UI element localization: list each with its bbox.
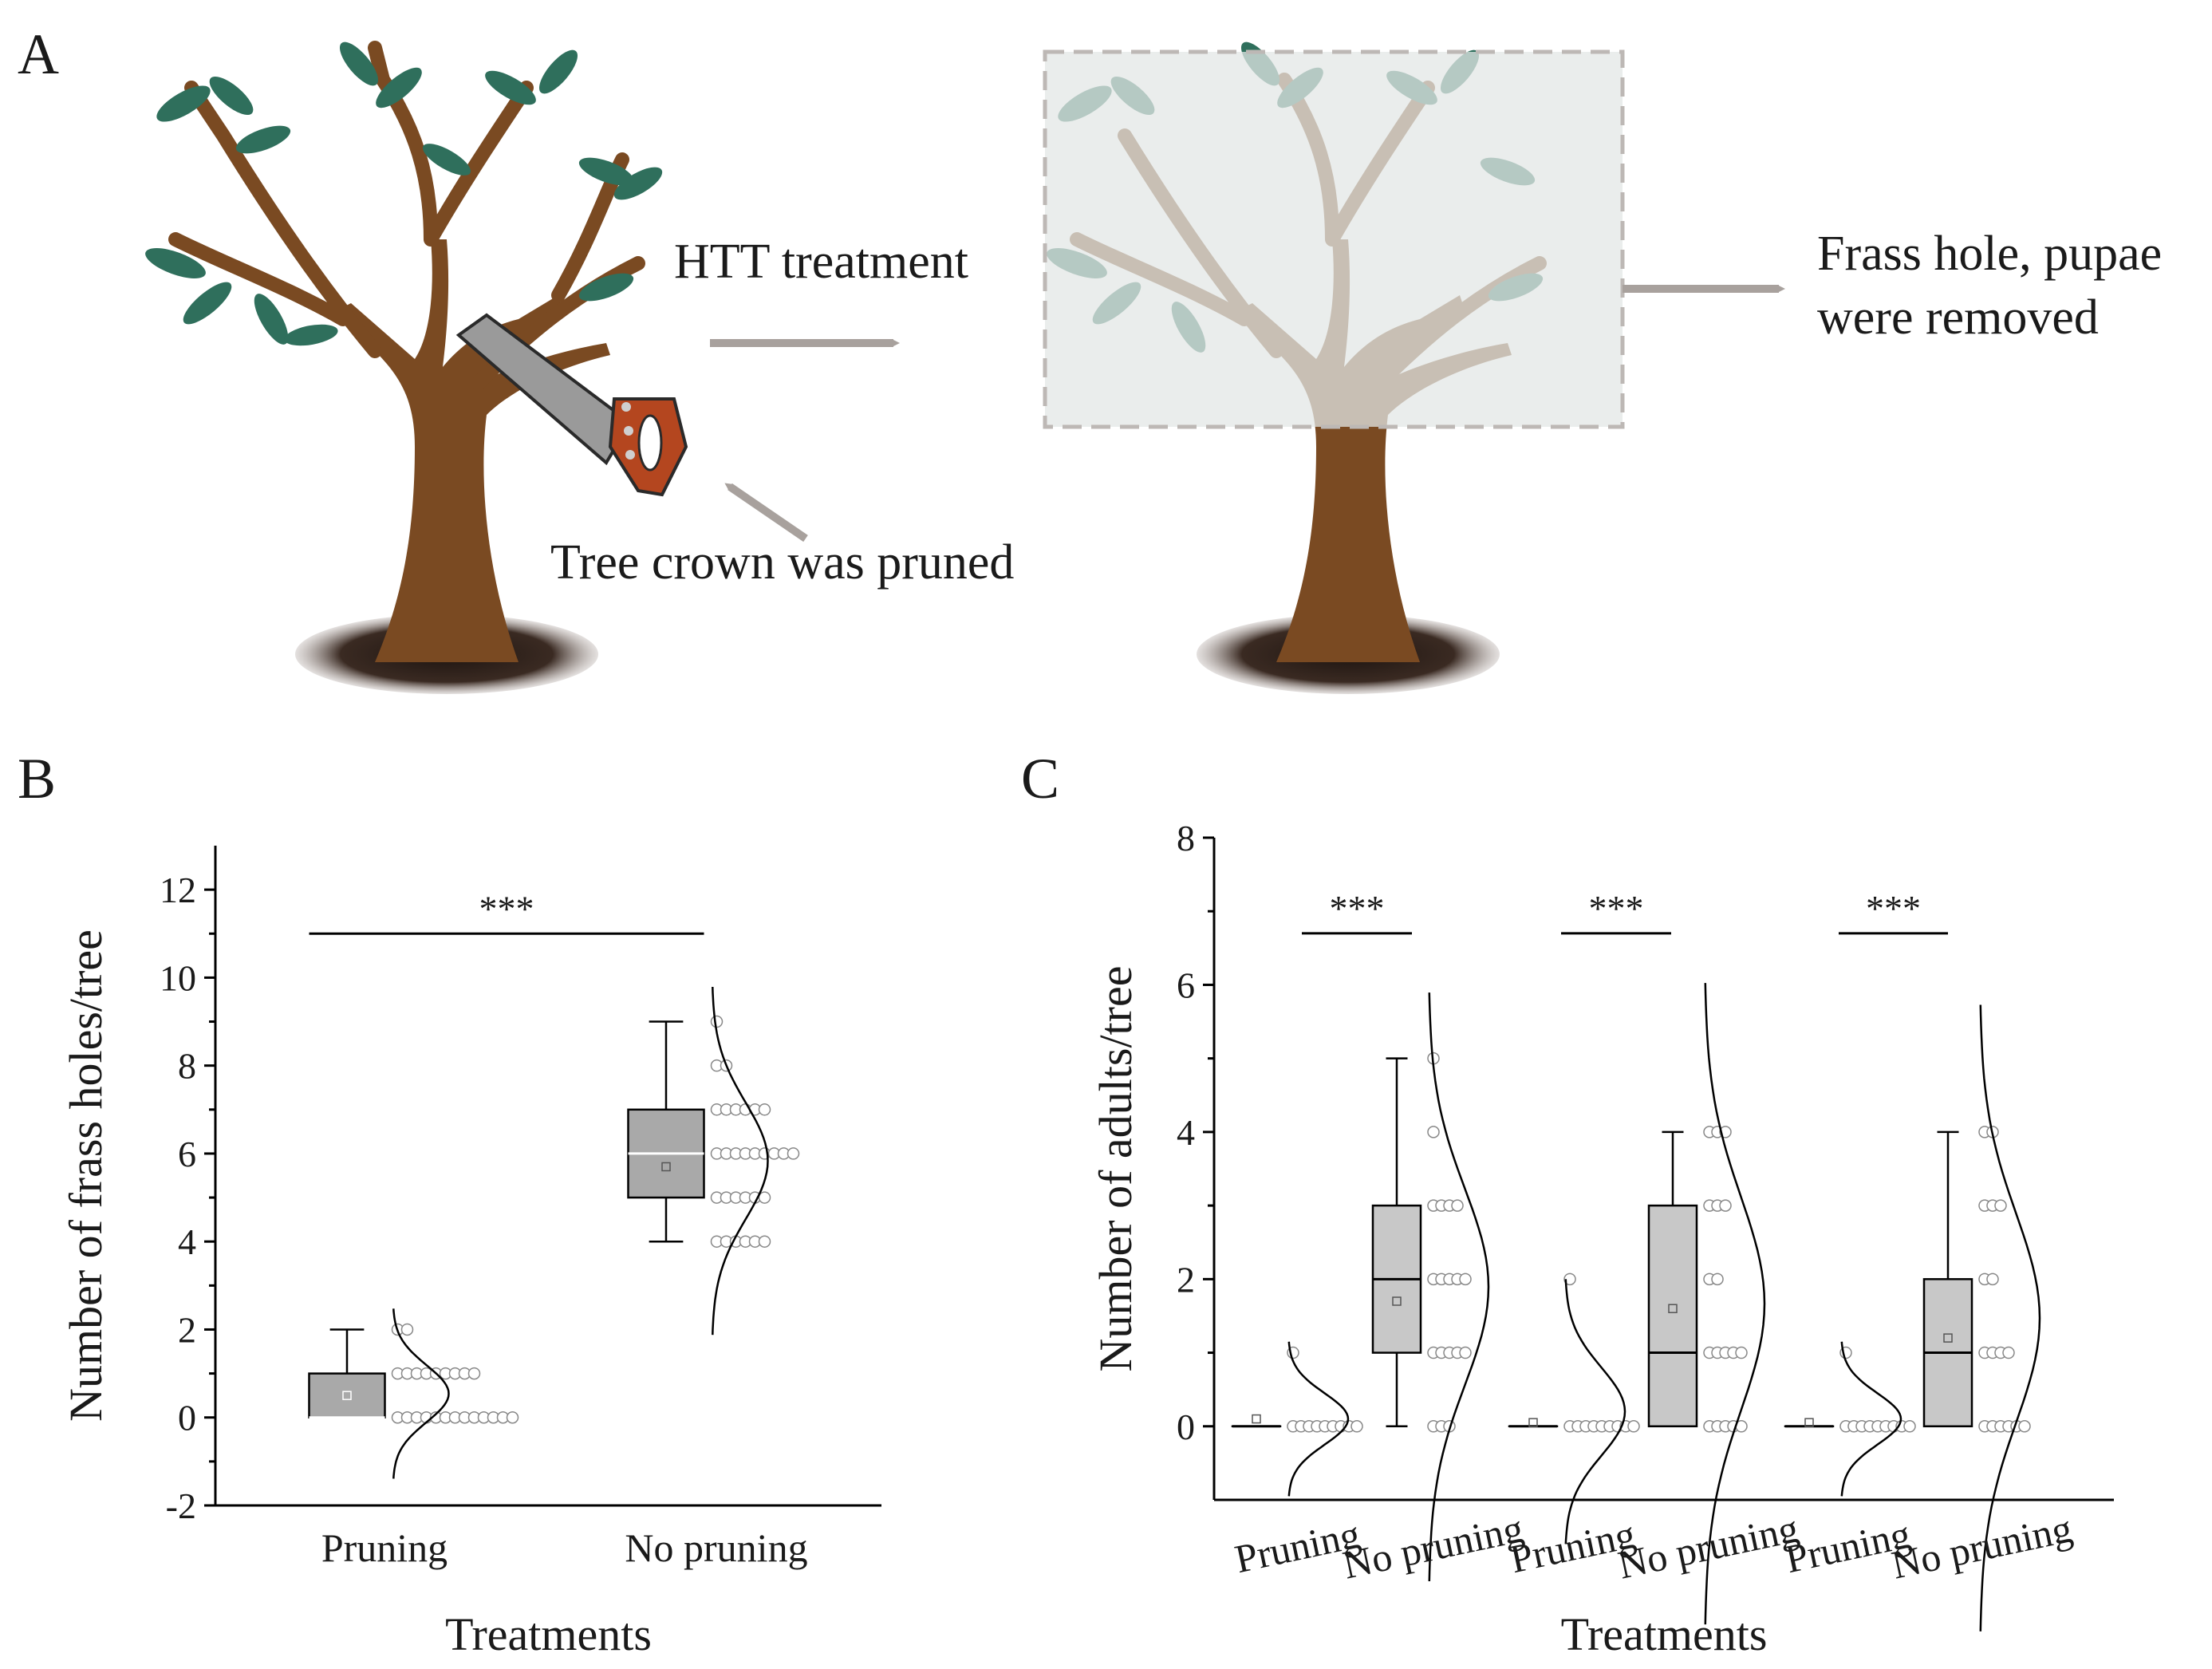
- data-point: [1427, 1126, 1440, 1138]
- trunk: [1236, 239, 1512, 662]
- data-point: [710, 1015, 724, 1028]
- tree-with-saw-icon: [145, 41, 688, 694]
- prune-caption: Tree crown was pruned: [550, 535, 1014, 590]
- data-point: [758, 1235, 771, 1248]
- saw-icon: [455, 313, 688, 497]
- box: [1647, 1204, 1698, 1428]
- data-point: [787, 1147, 800, 1160]
- htt-caption: HTT treatment: [674, 235, 968, 289]
- y-tick-label: 8: [178, 1046, 196, 1087]
- panel-a-label: A: [18, 22, 59, 86]
- data-point: [1994, 1199, 2007, 1212]
- data-point: [467, 1367, 481, 1380]
- x-category-label: Pruning: [321, 1525, 448, 1570]
- y-tick-label: 2: [1177, 1259, 1195, 1300]
- removal-caption-line2: were removed: [1817, 290, 2099, 345]
- prune-arrow: [724, 483, 808, 543]
- data-point: [1563, 1272, 1576, 1286]
- y-tick-label: 4: [1177, 1112, 1195, 1153]
- heat-tent: [1043, 49, 1625, 429]
- data-point: [1735, 1346, 1748, 1359]
- y-tick-label: 10: [160, 957, 196, 998]
- distribution-curve: [1704, 983, 1766, 1625]
- significance-label: ***: [1866, 888, 1921, 929]
- y-axis-title: Number of adults/tree: [1090, 966, 1141, 1372]
- data-point: [1986, 1272, 1999, 1286]
- x-axis-title: Treatments: [1561, 1608, 1768, 1660]
- mean-marker: [342, 1391, 352, 1400]
- removal-caption-line1: Frass hole, pupae: [1817, 227, 2162, 281]
- distribution-curve: [1428, 992, 1490, 1582]
- distribution-curve: [392, 1308, 450, 1479]
- leaf-cluster: [145, 41, 663, 346]
- mean-marker: [1668, 1304, 1678, 1313]
- distribution-curve: [712, 986, 769, 1336]
- data-point: [1451, 1199, 1464, 1212]
- data-point: [1903, 1420, 1916, 1433]
- data-point: [1350, 1420, 1363, 1433]
- y-tick-label: 6: [178, 1134, 196, 1174]
- significance-label: ***: [1589, 888, 1644, 929]
- distribution-curve: [1979, 1004, 2041, 1632]
- y-tick-label: 6: [1177, 965, 1195, 1005]
- data-point: [400, 1323, 414, 1336]
- data-point: [1459, 1272, 1472, 1286]
- data-point: [758, 1191, 771, 1204]
- y-tick-label: 2: [178, 1309, 196, 1350]
- branches: [168, 41, 645, 390]
- mean-marker: [661, 1162, 671, 1172]
- tree-in-heat-tent-icon: [1043, 41, 1625, 694]
- data-point: [506, 1411, 519, 1424]
- y-tick-label: 0: [178, 1398, 196, 1438]
- mean-marker: [1252, 1414, 1261, 1424]
- data-point: [2002, 1346, 2015, 1359]
- y-tick-label: 8: [1177, 818, 1195, 858]
- data-point: [1719, 1199, 1732, 1212]
- y-axis-title: Number of frass holes/tree: [60, 929, 112, 1422]
- data-point: [2018, 1420, 2031, 1433]
- box: [308, 1372, 386, 1418]
- data-point: [758, 1103, 771, 1116]
- panel-c-label: C: [1021, 747, 1059, 811]
- mean-marker: [1528, 1418, 1538, 1427]
- distribution-curve: [1840, 1341, 1902, 1497]
- panel-b-label: B: [18, 747, 56, 811]
- trunk: [335, 239, 610, 662]
- y-tick-label: 12: [160, 870, 196, 910]
- mean-marker: [1392, 1296, 1402, 1306]
- distribution-curve: [1287, 1341, 1350, 1497]
- mean-marker: [1804, 1418, 1814, 1427]
- significance-label: ***: [1330, 888, 1385, 929]
- distribution-curve: [1564, 1279, 1626, 1545]
- data-point: [1711, 1272, 1724, 1286]
- y-tick-label: -2: [166, 1486, 196, 1526]
- data-point: [1459, 1346, 1472, 1359]
- significance-label: ***: [479, 888, 534, 929]
- x-category-label: No pruning: [625, 1525, 807, 1570]
- mean-marker: [1943, 1333, 1953, 1343]
- x-category-label: No pruning: [1615, 1505, 1803, 1587]
- data-point: [1627, 1420, 1640, 1433]
- x-axis-title: Treatments: [445, 1608, 652, 1660]
- y-tick-label: 4: [178, 1221, 196, 1262]
- panel-a: A: [18, 22, 2162, 694]
- y-tick-label: 0: [1177, 1407, 1195, 1447]
